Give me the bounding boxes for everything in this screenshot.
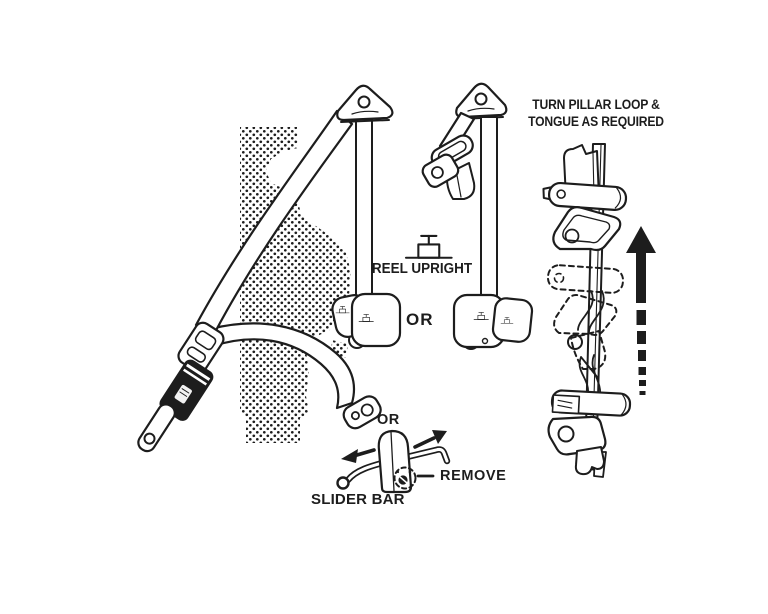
lap-belt — [208, 322, 382, 430]
slider-bar-eye — [336, 476, 350, 490]
pillar-loop-top — [542, 144, 628, 252]
up-right-arrow-icon — [413, 430, 447, 449]
pillar-loop-bottom — [547, 389, 632, 478]
or-label-between-reels: OR — [406, 310, 434, 329]
retractor-reel-left — [331, 292, 402, 349]
pillar-loop-ghost-dashed — [546, 264, 625, 397]
or-label-near-slider: OR — [377, 412, 400, 428]
pillar-instruction-title-line2: TONGUE AS REQUIRED — [528, 114, 664, 129]
reel-upright-label: REEL UPRIGHT — [371, 261, 473, 277]
slider-bar-label: SLIDER BAR — [311, 491, 405, 508]
slider-bar-group — [336, 429, 451, 494]
buckle-anchor-tab — [137, 403, 176, 453]
anchor-plate-left — [336, 84, 394, 123]
remove-target-icon — [393, 466, 417, 490]
remove-label: REMOVE — [440, 468, 507, 484]
buckle — [159, 359, 214, 421]
pillar-instruction-title: TURN PILLAR LOOP & TONGUE AS REQUIRED — [518, 96, 675, 130]
pillar-instruction-title-line1: TURN PILLAR LOOP & — [532, 97, 660, 112]
left-arrow-icon — [341, 448, 376, 463]
retractor-reel-right — [452, 293, 534, 350]
reel-upright-icon — [404, 234, 453, 259]
up-arrow-icon — [626, 226, 656, 395]
lap-belt-anchor-fitting — [342, 395, 382, 430]
retractor-strap-right — [480, 116, 498, 300]
hanging-tongue-assembly — [421, 111, 476, 200]
